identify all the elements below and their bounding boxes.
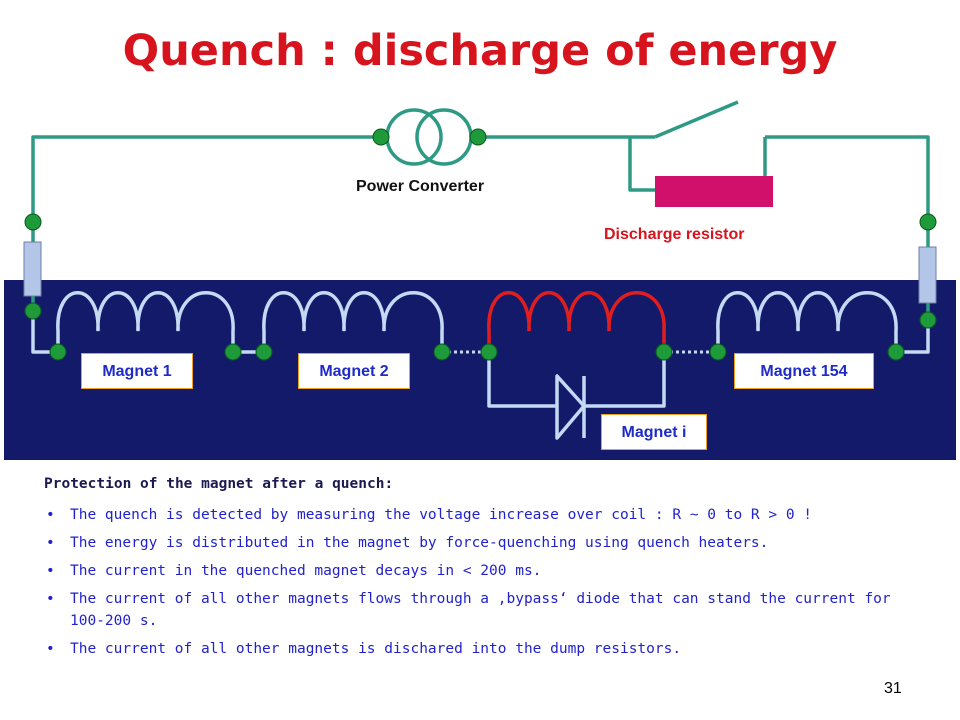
current-lead-left	[23, 241, 42, 297]
wire-magnet154-to-lead	[896, 320, 930, 354]
node-magnet154-out	[887, 343, 905, 361]
slide-title: Quench : discharge of energy	[122, 26, 838, 76]
discharge-resistor-label: Discharge resistor	[604, 226, 745, 243]
bullet-dot-icon: •	[46, 507, 55, 523]
bullet-item: •The current in the quenched magnet deca…	[44, 560, 924, 582]
power-converter-label: Power Converter	[356, 178, 485, 195]
discharge-resistor	[655, 176, 773, 207]
protection-bullet-list: •The quench is detected by measuring the…	[44, 504, 924, 666]
node-lead-left-top	[24, 213, 42, 231]
node-lead-right-bottom	[919, 311, 937, 329]
node-magnet1-out	[224, 343, 242, 361]
magnet-1-label: Magnet 1	[81, 353, 193, 389]
magnet-154-label: Magnet 154	[734, 353, 874, 389]
bullet-dot-icon: •	[46, 563, 55, 579]
power-converter-symbol	[385, 108, 473, 166]
bullet-item: •The energy is distributed in the magnet…	[44, 532, 924, 554]
left-wire	[31, 135, 381, 222]
node-magnet2-in	[255, 343, 273, 361]
bullet-item: •The current of all other magnets flows …	[44, 588, 924, 632]
node-magnet-i-in	[480, 343, 498, 361]
node-magnet154-in	[709, 343, 727, 361]
node-magnet2-out	[433, 343, 451, 361]
bullet-item: •The quench is detected by measuring the…	[44, 504, 924, 526]
switch-blade	[654, 100, 739, 139]
bullet-dot-icon: •	[46, 535, 55, 551]
bypass-diode	[555, 374, 586, 440]
node-lead-right-top	[919, 213, 937, 231]
node-magnet1-in	[49, 343, 67, 361]
node-magnet-i-out	[655, 343, 673, 361]
magnet-2-label: Magnet 2	[298, 353, 410, 389]
node-converter-right	[469, 128, 487, 146]
protection-heading: Protection of the magnet after a quench:	[44, 476, 394, 492]
magnet-i-label: Magnet i	[601, 414, 707, 450]
bullet-dot-icon: •	[46, 591, 55, 607]
right-wire	[765, 135, 930, 222]
bullet-dot-icon: •	[46, 641, 55, 657]
node-lead-left-bottom	[24, 302, 42, 320]
page-number: 31	[884, 680, 902, 697]
diode-bypass-wire	[487, 352, 666, 408]
bullet-item: •The current of all other magnets is dis…	[44, 638, 924, 660]
circuit-diagram	[4, 100, 956, 460]
current-lead-right	[918, 246, 937, 304]
node-converter-left	[372, 128, 390, 146]
